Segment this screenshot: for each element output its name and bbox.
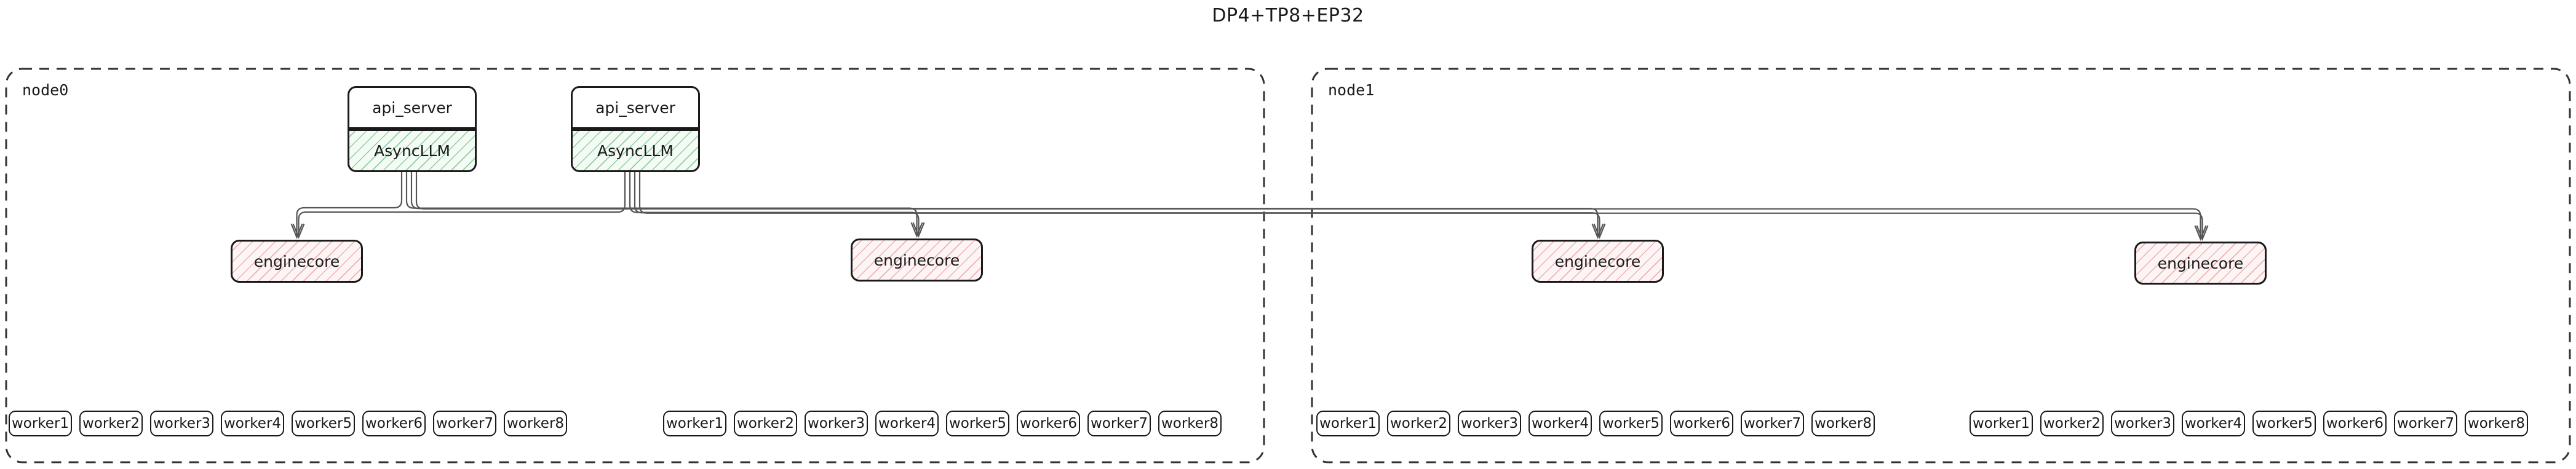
worker-box-node0-engine1-5[interactable]: worker5 [946, 411, 1009, 436]
edge-asyncllm0-to-enginecore3 [415, 172, 2201, 239]
edge-asyncllm0-to-enginecore2-arrowhead [1591, 223, 1604, 239]
worker-box-node1-engine2-1[interactable]: worker1 [1316, 411, 1380, 436]
cluster-frame-node1 [1311, 68, 2571, 463]
edge-asyncllm1-to-enginecore3-arrowhead [2196, 225, 2209, 241]
worker-box-node1-engine3-2[interactable]: worker2 [2040, 411, 2104, 436]
worker-box-node0-engine1-2[interactable]: worker2 [734, 411, 797, 436]
edge-asyncllm0-to-enginecore3-arrowhead [2194, 225, 2207, 241]
worker-box-node1-engine3-4[interactable]: worker4 [2182, 411, 2245, 436]
worker-box-node0-engine1-6[interactable]: worker6 [1017, 411, 1080, 436]
worker-box-node1-engine2-7[interactable]: worker7 [1741, 411, 1804, 436]
worker-box-node0-engine0-7[interactable]: worker7 [433, 411, 496, 436]
cluster-frame-node0 [5, 68, 1265, 463]
async-llm-box-1[interactable]: AsyncLLM [571, 129, 700, 172]
api-server-box-1[interactable]: api_server [571, 86, 700, 129]
worker-box-node0-engine0-3[interactable]: worker3 [150, 411, 213, 436]
async-llm-box-0[interactable]: AsyncLLM [348, 129, 477, 172]
worker-box-node1-engine2-5[interactable]: worker5 [1599, 411, 1663, 436]
worker-box-node0-engine1-8[interactable]: worker8 [1158, 411, 1222, 436]
connector-edges [290, 172, 2209, 241]
enginecore-box-0[interactable]: enginecore [231, 240, 363, 283]
worker-box-node0-engine0-4[interactable]: worker4 [221, 411, 284, 436]
edge-asyncllm0-to-enginecore1 [405, 172, 918, 236]
edge-asyncllm1-to-enginecore3 [638, 172, 2203, 239]
worker-box-node0-engine0-8[interactable]: worker8 [504, 411, 567, 436]
worker-box-node1-engine2-8[interactable]: worker8 [1811, 411, 1875, 436]
worker-box-node1-engine3-7[interactable]: worker7 [2394, 411, 2457, 436]
edge-asyncllm1-to-enginecore0-arrowhead [292, 223, 305, 239]
edge-asyncllm0-to-enginecore0 [296, 172, 403, 237]
worker-box-node1-engine3-8[interactable]: worker8 [2465, 411, 2528, 436]
edge-asyncllm0-to-enginecore2 [410, 172, 1599, 237]
edge-asyncllm1-to-enginecore0 [298, 172, 626, 237]
edge-asyncllm1-to-enginecore2 [634, 172, 1600, 237]
cluster-label-node0: node0 [22, 81, 69, 99]
worker-box-node0-engine0-1[interactable]: worker1 [9, 411, 72, 436]
cluster-label-node1: node1 [1328, 81, 1375, 99]
worker-box-node0-engine0-2[interactable]: worker2 [79, 411, 143, 436]
worker-box-node1-engine3-3[interactable]: worker3 [2111, 411, 2174, 436]
worker-box-node0-engine1-1[interactable]: worker1 [663, 411, 726, 436]
api-server-box-0[interactable]: api_server [348, 86, 477, 129]
enginecore-box-3[interactable]: enginecore [2134, 242, 2267, 285]
edge-asyncllm0-to-enginecore1-arrowhead [910, 222, 923, 238]
edge-asyncllm1-to-enginecore1-arrowhead [912, 222, 925, 238]
edge-asyncllm0-to-enginecore0-arrowhead [290, 223, 303, 239]
worker-box-node1-engine2-6[interactable]: worker6 [1670, 411, 1733, 436]
worker-box-node1-engine3-6[interactable]: worker6 [2323, 411, 2387, 436]
worker-box-node0-engine1-7[interactable]: worker7 [1087, 411, 1151, 436]
cluster-frames [5, 68, 2571, 463]
worker-box-node1-engine2-4[interactable]: worker4 [1529, 411, 1592, 436]
worker-box-node1-engine2-2[interactable]: worker2 [1387, 411, 1450, 436]
worker-box-node1-engine2-3[interactable]: worker3 [1458, 411, 1521, 436]
worker-box-node0-engine0-5[interactable]: worker5 [292, 411, 355, 436]
page-title: DP4+TP8+EP32 [1212, 5, 1364, 26]
edge-asyncllm1-to-enginecore2-arrowhead [1593, 223, 1606, 239]
worker-box-node0-engine0-6[interactable]: worker6 [362, 411, 426, 436]
worker-box-node1-engine3-5[interactable]: worker5 [2252, 411, 2316, 436]
enginecore-box-2[interactable]: enginecore [1532, 240, 1664, 283]
edge-asyncllm1-to-enginecore1 [629, 172, 920, 236]
worker-box-node1-engine3-1[interactable]: worker1 [1970, 411, 2033, 436]
enginecore-box-1[interactable]: enginecore [851, 238, 983, 282]
worker-box-node0-engine1-3[interactable]: worker3 [805, 411, 868, 436]
worker-box-node0-engine1-4[interactable]: worker4 [875, 411, 939, 436]
